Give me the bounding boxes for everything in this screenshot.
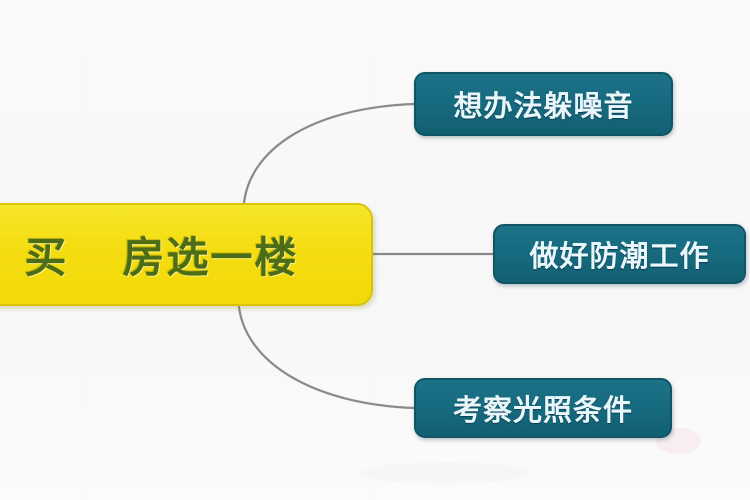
child-node-moisture[interactable]: 做好防潮工作 [493, 224, 746, 284]
root-node-label-left: 买 [24, 233, 69, 282]
root-node-label-right: 房选一楼 [122, 233, 299, 282]
child-node-label: 考察光照条件 [452, 393, 633, 427]
connector-to-child-2 [237, 305, 416, 410]
child-node-noise[interactable]: 想办法躲噪音 [414, 72, 673, 136]
child-node-label: 做好防潮工作 [529, 239, 710, 273]
root-node-label: 买 房选一楼 [16, 224, 298, 285]
root-node[interactable]: 买 房选一楼 [0, 203, 373, 306]
connector-to-child-0 [242, 102, 416, 205]
child-node-label: 想办法躲噪音 [453, 89, 634, 123]
child-node-sunlight[interactable]: 考察光照条件 [414, 378, 672, 438]
